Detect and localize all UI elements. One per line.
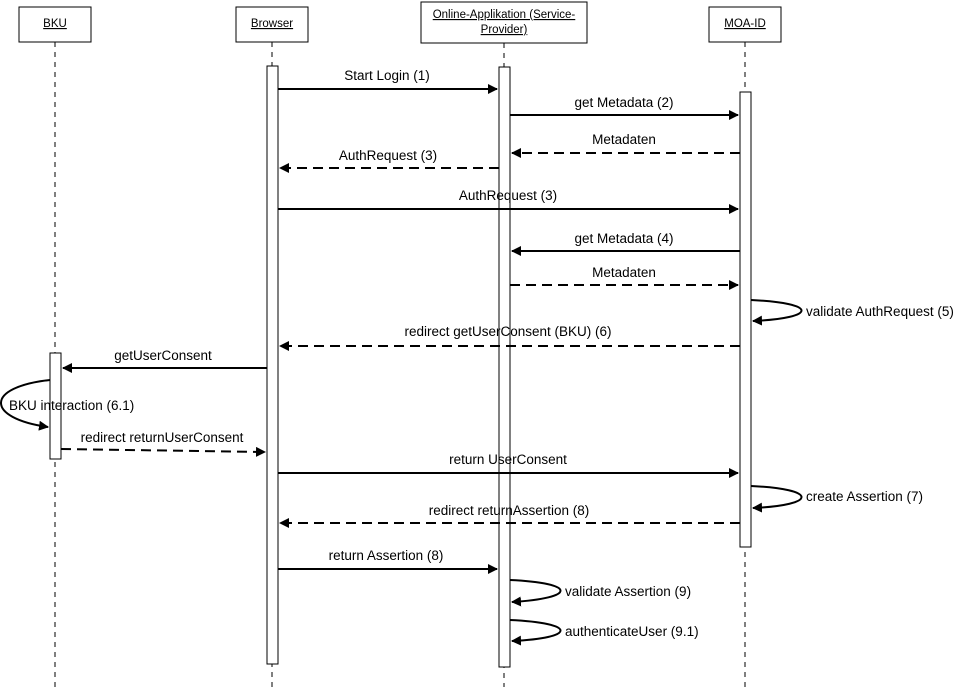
- message-redirect-returnuserconsent: [60, 446, 266, 457]
- activation-moa: [739, 91, 752, 548]
- activation-browser: [266, 65, 279, 665]
- participant-moa: MOA-ID: [708, 6, 782, 43]
- activation-bku: [49, 352, 62, 460]
- message-label: getUserConsent: [114, 348, 212, 363]
- message-label: Start Login (1): [344, 68, 430, 83]
- message-validate-assertion: [509, 579, 562, 607]
- message-label: redirect returnUserConsent: [81, 430, 244, 445]
- participant-sp-label-line2: Provider): [481, 24, 528, 36]
- message-validate-authrequest: [750, 299, 803, 326]
- participant-sp: Online-Applikation (Service- Provider): [420, 1, 588, 44]
- message-label: authenticateUser (9.1): [565, 624, 699, 639]
- message-label: AuthRequest (3): [339, 148, 437, 163]
- message-label: AuthRequest (3): [459, 188, 557, 203]
- participant-browser-label: Browser: [251, 18, 293, 30]
- message-label: redirect returnAssertion (8): [429, 503, 590, 518]
- participant-moa-label: MOA-ID: [724, 18, 766, 30]
- participant-sp-label-line1: Online-Applikation (Service-: [433, 9, 576, 21]
- participant-bku: BKU: [18, 6, 92, 43]
- message-label: create Assertion (7): [806, 489, 923, 504]
- participant-browser: Browser: [235, 6, 309, 43]
- message-label: Metadaten: [592, 132, 656, 147]
- message-label: BKU interaction (6.1): [9, 398, 134, 413]
- message-label: get Metadata (4): [574, 231, 673, 246]
- message-label: redirect getUserConsent (BKU) (6): [404, 324, 611, 339]
- message-bku-interaction: [0, 379, 51, 431]
- message-label: Metadaten: [592, 265, 656, 280]
- activation-sp: [498, 66, 511, 668]
- message-label: validate Assertion (9): [565, 584, 691, 599]
- participant-bku-label: BKU: [43, 18, 67, 30]
- message-authenticate-user: [509, 619, 562, 646]
- message-create-assertion: [750, 485, 803, 513]
- message-label: validate AuthRequest (5): [806, 304, 954, 319]
- message-label: return Assertion (8): [329, 548, 444, 563]
- message-label: get Metadata (2): [574, 95, 673, 110]
- message-label: return UserConsent: [449, 452, 567, 467]
